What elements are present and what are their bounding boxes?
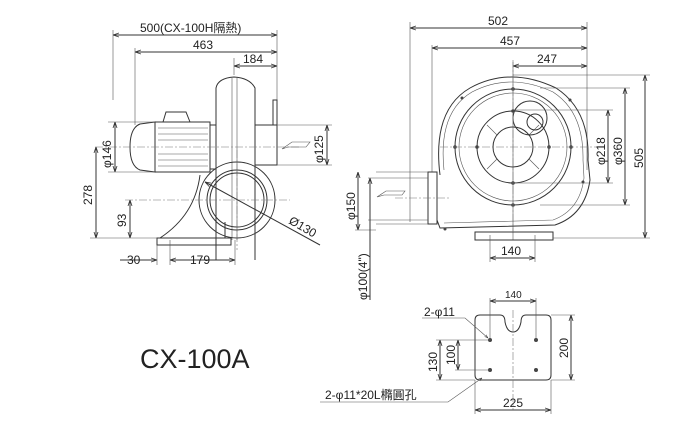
terminal-box	[162, 111, 191, 123]
dim-base-width: 140	[501, 244, 521, 258]
dim-hole-spacing: 140	[505, 290, 522, 301]
dim-outer-spacing: 130	[426, 352, 440, 372]
side-view: 500(CX-100H隔熱) 463 184 φ146 φ125 278 93 …	[81, 21, 332, 267]
front-base	[474, 231, 554, 241]
label-round-holes: 2-φ11	[424, 305, 455, 319]
dim-width: 457	[500, 34, 520, 48]
label-slot-holes: 2-φ11*20L橢圓孔	[325, 387, 417, 402]
base	[156, 237, 232, 246]
dim-outlet-offset: 184	[243, 52, 263, 66]
dim-base-offset: 30	[127, 253, 141, 267]
dim-plate-depth: 200	[557, 338, 571, 358]
base-plate	[474, 314, 552, 381]
dim-housing-diameter: φ360	[611, 137, 625, 165]
dim-bolt-circle: φ218	[594, 137, 608, 165]
outlet	[254, 124, 278, 166]
dim-inlet-height: 93	[115, 213, 129, 227]
dim-length: 463	[193, 38, 213, 52]
fan-housing	[215, 76, 256, 260]
front-view: 502 457 247 φ218 φ360 505 φ150 φ100(4") …	[344, 14, 650, 300]
dim-motor-diameter: φ146	[100, 140, 114, 168]
dim-center-offset: 247	[537, 52, 557, 66]
dim-inlet-pipe: φ100(4")	[356, 253, 370, 300]
dim-plate-width: 225	[503, 396, 523, 410]
dim-height: 505	[632, 148, 646, 168]
dim-inlet-diameter: Ø130	[287, 213, 320, 240]
base-plan: 140 2-φ11 2-φ11*20L橢圓孔 130 100 200 225	[320, 290, 575, 414]
dim-overall-width: 502	[488, 14, 508, 28]
dim-overall-length: 500(CX-100H隔熱)	[140, 21, 241, 35]
dim-inlet-flange: φ150	[344, 192, 358, 220]
dim-inner-spacing: 100	[444, 345, 458, 365]
model-title: CX-100A	[140, 344, 250, 374]
dim-center-height: 278	[81, 185, 95, 205]
dim-base-length: 179	[190, 253, 210, 267]
dim-outlet-diameter: φ125	[312, 135, 326, 163]
